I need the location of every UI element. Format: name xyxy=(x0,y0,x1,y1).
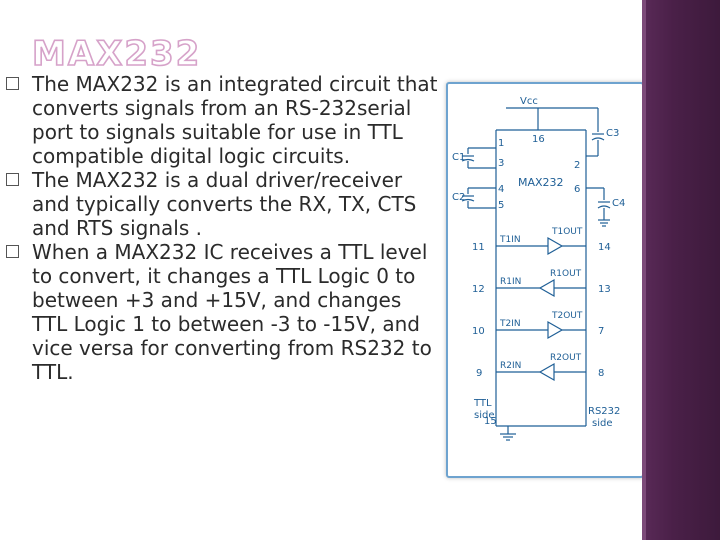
pin-11-label: 11 xyxy=(472,242,485,253)
c2-plate-curved xyxy=(461,198,475,202)
c3-plate-curved xyxy=(591,137,605,141)
t1in-label: T1IN xyxy=(499,235,521,245)
bullet-box-icon xyxy=(6,77,19,90)
t2in-label: T2IN xyxy=(499,319,521,329)
bullet-box-icon xyxy=(6,173,19,186)
chip-label: MAX232 xyxy=(518,176,564,189)
ttl-side-label-2: side xyxy=(474,410,495,421)
rs232-side-label-1: RS232 xyxy=(588,406,620,417)
pin-2-label: 2 xyxy=(574,160,580,171)
pin-3-label: 3 xyxy=(498,158,504,169)
bullet-box-icon xyxy=(6,245,19,258)
pin-10-label: 10 xyxy=(472,326,485,337)
c1-plate-curved xyxy=(461,158,475,162)
bullet-text: When a MAX232 IC receives a TTL level to… xyxy=(32,240,432,384)
pin-15-label: 15 xyxy=(484,416,497,427)
r2in-label: R2IN xyxy=(500,361,521,371)
pin-8-label: 8 xyxy=(598,368,604,379)
bullet-item: When a MAX232 IC receives a TTL level to… xyxy=(6,240,438,384)
t2-buffer xyxy=(547,320,564,340)
bullet-text: The MAX232 is a dual driver/receiver and… xyxy=(32,168,417,240)
r2out-label: R2OUT xyxy=(550,353,582,363)
ttl-side-label-1: TTL xyxy=(473,398,492,409)
slide-title: MAX232 xyxy=(31,33,202,75)
decorative-sidebar xyxy=(642,0,720,540)
pin-6-label: 6 xyxy=(574,184,580,195)
r1-buffer xyxy=(538,278,555,298)
bullet-list: The MAX232 is an integrated circuit that… xyxy=(6,72,438,384)
t2out-label: T2OUT xyxy=(551,311,583,321)
pin-5-label: 5 xyxy=(498,200,504,211)
sidebar-edge xyxy=(642,0,646,540)
pin-12-label: 12 xyxy=(472,284,485,295)
bullet-text: The MAX232 is an integrated circuit that… xyxy=(32,72,438,168)
rs232-side-label-2: side xyxy=(592,418,613,429)
t1-buffer xyxy=(547,236,564,256)
diagram-svg: Vcc MAX232 C1 C2 C3 C4 1 3 4 5 2 6 16 15… xyxy=(452,96,625,441)
c3-label: C3 xyxy=(606,128,619,139)
pin-7-label: 7 xyxy=(598,326,604,337)
vcc-label: Vcc xyxy=(520,96,538,107)
r1out-label: R1OUT xyxy=(550,269,582,279)
pin-16-label: 16 xyxy=(532,134,545,145)
r2-buffer xyxy=(538,362,555,382)
c2-label: C2 xyxy=(452,192,465,203)
t1out-label: T1OUT xyxy=(551,227,583,237)
pin-13-label: 13 xyxy=(598,284,611,295)
bullet-item: The MAX232 is an integrated circuit that… xyxy=(6,72,438,168)
pin-9-label: 9 xyxy=(476,368,482,379)
bullet-item: The MAX232 is a dual driver/receiver and… xyxy=(6,168,438,240)
pin-4-label: 4 xyxy=(498,184,504,195)
pin-1-label: 1 xyxy=(498,138,504,149)
max232-diagram: Vcc MAX232 C1 C2 C3 C4 1 3 4 5 2 6 16 15… xyxy=(446,82,644,478)
c1-label: C1 xyxy=(452,152,465,163)
c4-plate-curved xyxy=(597,205,611,209)
c4-label: C4 xyxy=(612,198,625,209)
r1in-label: R1IN xyxy=(500,277,521,287)
pin-14-label: 14 xyxy=(598,242,611,253)
